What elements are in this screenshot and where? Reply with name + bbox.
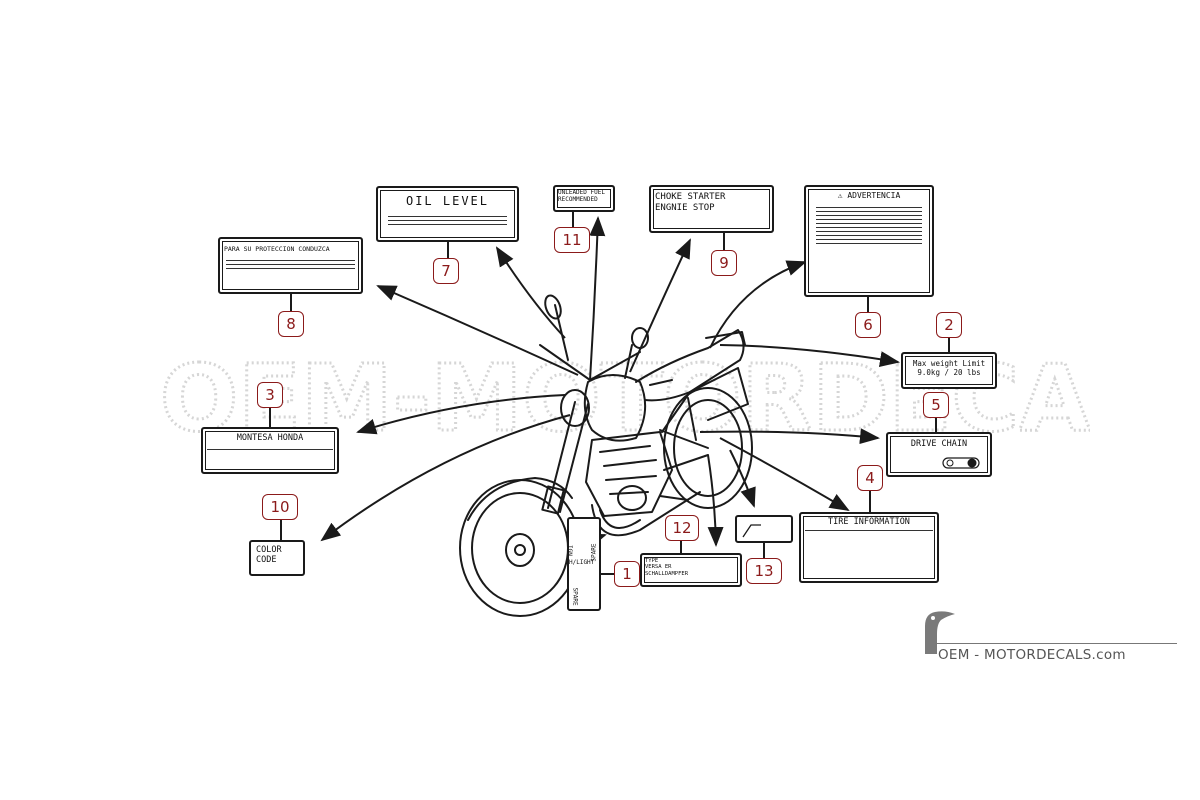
drive-chain-title: DRIVE CHAIN xyxy=(910,439,968,449)
color-code-line2: CODE xyxy=(256,555,277,566)
type-line2: VERSA ER xyxy=(645,564,672,571)
oil-level-decal: OIL LEVEL xyxy=(376,186,519,242)
spare-ign: IGN xyxy=(566,545,573,556)
tire-information-decal: TIRE INFORMATION xyxy=(799,512,939,583)
motorcycle-drawing xyxy=(459,294,753,617)
pointer-arrows xyxy=(320,216,900,549)
leader-lines xyxy=(269,212,950,575)
montesa-honda-decal: MONTESA HONDA xyxy=(201,427,339,474)
color-code-decal: COLOR CODE xyxy=(249,540,305,576)
color-code-line1: COLOR xyxy=(256,545,282,555)
logo-divider xyxy=(935,643,1177,644)
toucan-logo-icon xyxy=(925,611,955,654)
montesa-title: MONTESA HONDA xyxy=(236,433,304,443)
type-line1: TYPE xyxy=(645,558,659,564)
max-weight-line1: Max weight Limit xyxy=(912,359,986,368)
tire-title: TIRE INFORMATION xyxy=(828,517,910,527)
callout-11[interactable]: 11 xyxy=(554,227,590,253)
callout-5[interactable]: 5 xyxy=(923,392,949,418)
choke-starter-decal: CHOKE STARTER ENGNIE STOP xyxy=(649,185,774,233)
callout-7[interactable]: 7 xyxy=(433,258,459,284)
proteccion-decal: PARA SU PROTECCION CONDUZCA xyxy=(218,237,363,294)
spare-label-2: SPARE xyxy=(571,587,579,606)
choke-line2: ENGNIE STOP xyxy=(655,202,715,213)
callout-1[interactable]: 1 xyxy=(614,561,640,587)
advertencia-decal: ⚠ ADVERTENCIA xyxy=(804,185,934,297)
drive-chain-decal: DRIVE CHAIN xyxy=(886,432,992,477)
spare-label-1: SPARE xyxy=(590,543,598,562)
chain-icon xyxy=(942,457,980,469)
choke-line1: CHOKE STARTER xyxy=(655,192,726,202)
callout-9[interactable]: 9 xyxy=(711,250,737,276)
fuse-spare-decal: IGN H/LIGHT SPARE SPARE xyxy=(566,517,601,611)
brand-logo-text: OEM - MOTORDECALS.com xyxy=(938,647,1126,663)
callout-8[interactable]: 8 xyxy=(278,311,304,337)
max-weight-line2: 9.0kg / 20 lbs xyxy=(917,368,981,377)
unleaded-fuel-decal: UNLEADED FUEL RECOMMENDED xyxy=(553,185,615,212)
spare-light: H/LIGHT xyxy=(569,559,595,566)
callout-3[interactable]: 3 xyxy=(257,382,283,408)
oil-level-title: OIL LEVEL xyxy=(405,194,490,208)
proteccion-title: PARA SU PROTECCION CONDUZCA xyxy=(224,245,330,253)
callout-6[interactable]: 6 xyxy=(855,312,881,338)
corner-mark-icon xyxy=(742,524,761,538)
type-decal: TYPE VERSA ER SCHALLDAMPFER xyxy=(640,553,742,587)
unleaded-fuel-line2: RECOMMENDED xyxy=(558,196,598,204)
small-corner-decal xyxy=(735,515,793,543)
callout-12[interactable]: 12 xyxy=(665,515,699,541)
unleaded-fuel-line1: UNLEADED FUEL xyxy=(558,189,605,196)
callout-10[interactable]: 10 xyxy=(262,494,298,520)
type-line3: SCHALLDAMPFER xyxy=(645,570,689,577)
callout-4[interactable]: 4 xyxy=(857,465,883,491)
callout-13[interactable]: 13 xyxy=(746,558,782,584)
advertencia-title: ⚠ ADVERTENCIA xyxy=(837,191,901,200)
max-weight-decal: Max weight Limit 9.0kg / 20 lbs xyxy=(901,352,997,389)
callout-2[interactable]: 2 xyxy=(936,312,962,338)
